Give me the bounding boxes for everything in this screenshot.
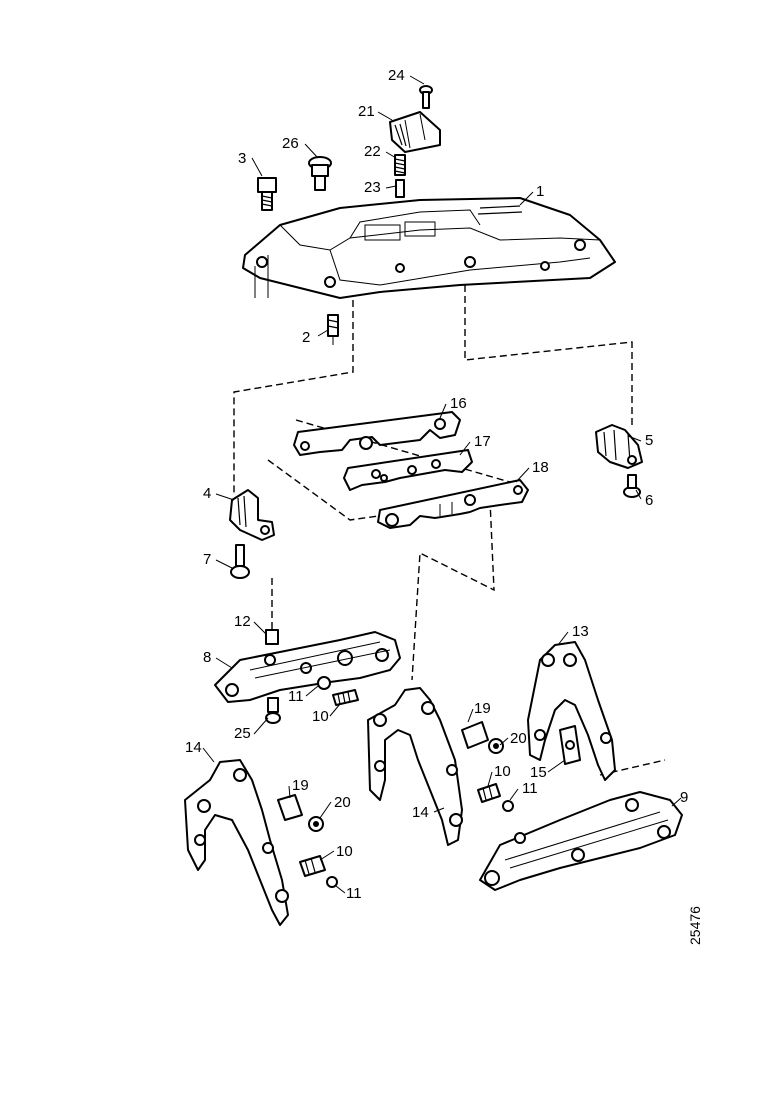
callout-9: 9 xyxy=(680,789,688,806)
callout-19-middle: 19 xyxy=(474,700,491,717)
callout-7: 7 xyxy=(203,551,211,568)
bracket-part-5 xyxy=(595,424,643,469)
ball-part-11b xyxy=(502,800,514,812)
shift-fork-part-14a xyxy=(184,759,289,926)
callout-10-lower: 10 xyxy=(336,843,353,860)
spring-part-10a xyxy=(332,689,359,706)
bracket-part-4 xyxy=(229,489,275,541)
callout-6: 6 xyxy=(645,492,653,509)
screw-part-25 xyxy=(265,697,281,724)
ball-part-20a xyxy=(308,816,324,832)
callout-11-middle: 11 xyxy=(522,780,538,797)
callout-labels: 24 21 22 26 3 23 1 2 16 17 5 18 4 6 7 12… xyxy=(185,67,688,902)
callout-22: 22 xyxy=(364,143,381,160)
callout-21: 21 xyxy=(358,103,375,120)
callout-3: 3 xyxy=(238,150,246,167)
callout-18: 18 xyxy=(532,459,549,476)
callout-20-lower: 20 xyxy=(334,794,351,811)
callout-24: 24 xyxy=(388,67,405,84)
spring-part-10c xyxy=(299,855,326,877)
leader-lines xyxy=(202,75,682,894)
callout-2: 2 xyxy=(302,329,310,346)
shift-fork-part-14b xyxy=(367,687,463,846)
screw-part-6 xyxy=(623,474,641,498)
plate-part-17 xyxy=(343,449,473,491)
callout-14-lower: 14 xyxy=(185,739,202,756)
callout-11-lower: 11 xyxy=(346,885,362,902)
screw-part-7 xyxy=(230,544,250,579)
ball-part-11c xyxy=(326,876,338,888)
pin-part-19b xyxy=(461,721,489,749)
bolt-part-3 xyxy=(257,177,277,211)
shift-fork-part-13 xyxy=(527,641,616,781)
document-number: 25476 xyxy=(687,906,703,945)
callout-14-middle: 14 xyxy=(412,804,429,821)
callout-10-middle: 10 xyxy=(494,763,511,780)
callout-20-middle: 20 xyxy=(510,730,527,747)
shift-fork-part-8 xyxy=(214,631,401,703)
callout-5: 5 xyxy=(645,432,653,449)
pin-part-19a xyxy=(277,794,303,821)
callout-26: 26 xyxy=(282,135,299,152)
callout-1: 1 xyxy=(536,183,544,200)
callout-17: 17 xyxy=(474,433,491,450)
ball-part-20b xyxy=(488,738,504,754)
pin-part-2 xyxy=(327,314,339,337)
callout-13: 13 xyxy=(572,623,589,640)
block-part-15 xyxy=(559,725,581,765)
callout-25: 25 xyxy=(234,725,251,742)
plate-part-18 xyxy=(377,479,529,529)
pin-part-23 xyxy=(395,179,405,198)
bolt-part-26 xyxy=(308,156,332,191)
callout-15: 15 xyxy=(530,764,547,781)
callout-19-lower: 19 xyxy=(292,777,309,794)
ball-part-11a xyxy=(317,676,331,690)
callout-23: 23 xyxy=(364,179,381,196)
bolt-part-24 xyxy=(419,85,433,109)
top-cover-part xyxy=(242,197,616,299)
callout-16: 16 xyxy=(450,395,467,412)
spring-part-10b xyxy=(477,783,501,803)
shift-rail-part-9 xyxy=(479,791,683,891)
callout-8: 8 xyxy=(203,649,211,666)
nut-part-12 xyxy=(265,629,279,645)
callout-4: 4 xyxy=(203,485,211,502)
callout-11-upper: 11 xyxy=(288,688,304,705)
callout-10-upper: 10 xyxy=(312,708,329,725)
bracket-part-21 xyxy=(389,111,441,153)
spring-part-22 xyxy=(394,154,406,176)
callout-12: 12 xyxy=(234,613,251,630)
plate-part-16 xyxy=(293,411,461,456)
